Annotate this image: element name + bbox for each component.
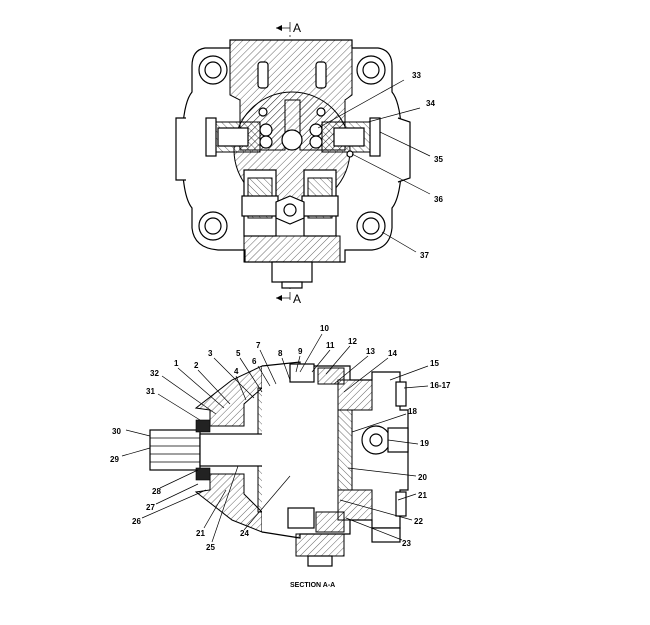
callout-26: 26 (132, 517, 141, 526)
section-caption: SECTION A-A (290, 582, 335, 589)
top-leaders (317, 79, 431, 253)
callout-29: 29 (110, 455, 119, 464)
callout-31: 31 (146, 387, 155, 396)
callout-34: 34 (426, 99, 435, 108)
callout-13: 13 (366, 347, 375, 356)
callout-1: 1 (174, 359, 179, 368)
callout-32: 32 (150, 369, 159, 378)
callout-2: 2 (194, 361, 199, 370)
callout-6: 6 (252, 357, 257, 366)
output-shaft (149, 429, 201, 471)
callout-4: 4 (234, 367, 239, 376)
callout-36: 36 (434, 195, 443, 204)
callout-5: 5 (236, 349, 241, 358)
callout-16-17: 16-17 (430, 381, 451, 390)
bolt-top-left (198, 55, 228, 85)
section-mark-bottom: A (293, 292, 301, 306)
callout-10: 10 (320, 324, 329, 333)
front-housing (194, 365, 263, 427)
callout-33: 33 (412, 71, 421, 80)
callout-12: 12 (348, 337, 357, 346)
bolt-bottom-left (198, 211, 228, 241)
callout-14: 14 (388, 349, 397, 358)
callout-21-left: 21 (196, 529, 205, 538)
callout-23: 23 (402, 539, 411, 548)
callout-22: 22 (414, 517, 423, 526)
callout-28: 28 (152, 487, 161, 496)
top-view: A A (175, 21, 443, 306)
callout-35: 35 (434, 155, 443, 164)
callout-15: 15 (430, 359, 439, 368)
section-mark-top: A (293, 21, 301, 35)
callout-8: 8 (278, 349, 283, 358)
callout-7: 7 (256, 341, 261, 350)
callout-20: 20 (418, 473, 427, 482)
callout-30: 30 (112, 427, 121, 436)
bolt-bottom-right (356, 211, 386, 241)
callout-18: 18 (408, 407, 417, 416)
callout-11: 11 (326, 341, 335, 350)
section-view: 10 9 11 12 13 14 15 7 8 3 5 6 32 1 2 4 1… (110, 324, 451, 589)
bolt-top-right (356, 55, 386, 85)
callout-19: 19 (420, 439, 429, 448)
callout-37: 37 (420, 251, 429, 260)
callout-24: 24 (240, 529, 249, 538)
callout-21-right: 21 (418, 491, 427, 500)
callout-27: 27 (146, 503, 155, 512)
section-leaders (121, 333, 429, 543)
callout-25: 25 (206, 543, 215, 552)
callout-9: 9 (298, 347, 303, 356)
callout-3: 3 (208, 349, 213, 358)
